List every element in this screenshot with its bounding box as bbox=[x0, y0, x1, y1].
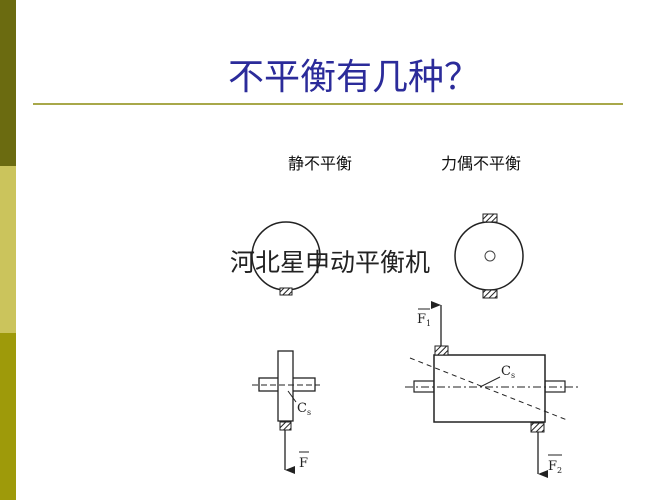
sidebar-segment-light bbox=[0, 166, 16, 333]
couple-disc-front-view bbox=[454, 213, 524, 299]
couple-rotor-side-view bbox=[405, 301, 578, 478]
svg-text:F2: F2 bbox=[548, 459, 562, 475]
slide-sidebar bbox=[0, 0, 16, 500]
slide-title: 不平衡有几种？ bbox=[228, 57, 481, 98]
static-center-label: Cs bbox=[297, 401, 311, 417]
static-force-label: F bbox=[299, 451, 309, 471]
svg-text:F1: F1 bbox=[417, 312, 431, 328]
watermark-text: 河北星申动平衡机 bbox=[230, 248, 431, 277]
couple-force1-label: F1 bbox=[417, 308, 431, 328]
couple-force2-label: F2 bbox=[548, 454, 562, 475]
svg-text:F: F bbox=[299, 456, 308, 471]
sidebar-segment-olive bbox=[0, 333, 16, 500]
static-disc-front-view bbox=[251, 221, 321, 296]
couple-unbalance-label: 力偶不平衡 bbox=[441, 154, 522, 173]
couple-center-label: Cs bbox=[501, 364, 515, 380]
static-unbalance-label: 静不平衡 bbox=[288, 154, 353, 173]
static-rotor-side-view bbox=[252, 350, 320, 474]
sidebar-segment-dark bbox=[0, 0, 16, 166]
title-divider bbox=[33, 103, 623, 105]
